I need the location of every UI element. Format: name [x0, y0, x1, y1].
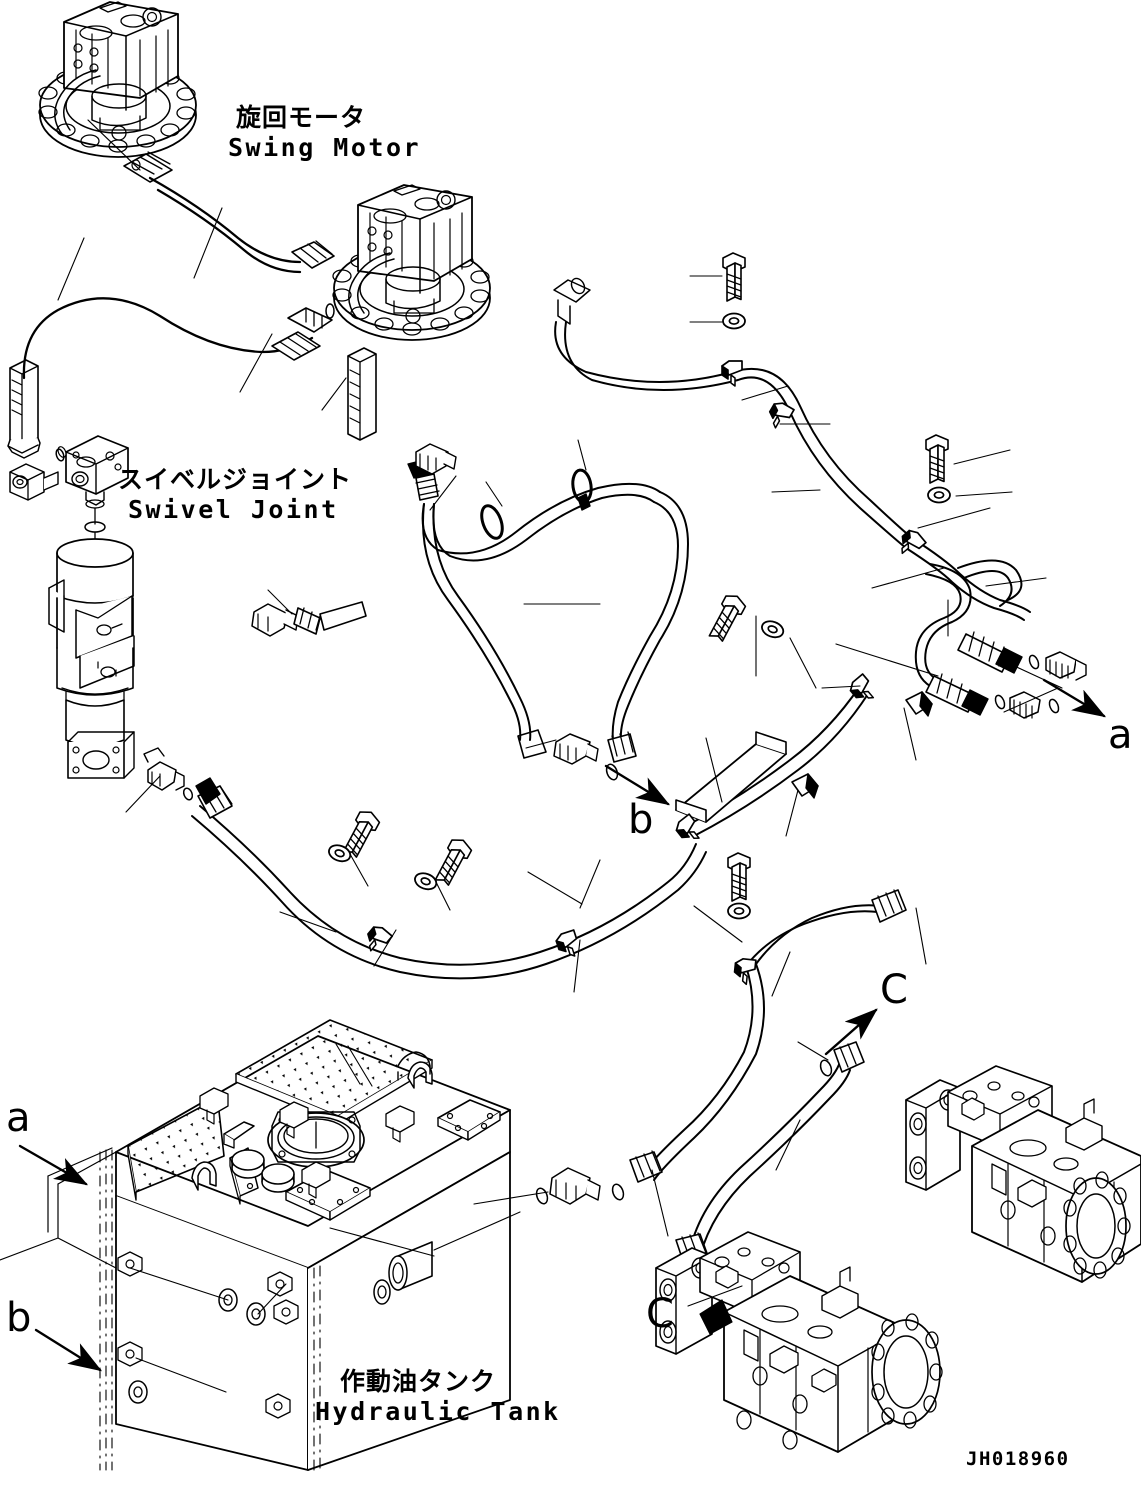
section-callout-a-right: a [1108, 712, 1133, 758]
section-callout-b-middle: b [628, 797, 654, 843]
swing-motor-label-en: Swing Motor [228, 133, 422, 162]
hydraulic-pump-rear [905, 1065, 1141, 1283]
hose-pump-upper [611, 889, 907, 1201]
hose-center-lower-left [422, 503, 532, 741]
section-callout-a-left: a [6, 1095, 31, 1141]
hose-section-b [675, 685, 869, 837]
hose-swing-motor-short [148, 176, 335, 274]
swing-motor-lower-assembly [332, 184, 491, 341]
swivel-joint-assembly [9, 435, 135, 779]
section-callout-b-left: b [6, 1295, 32, 1341]
section-arrows [18, 678, 1107, 1372]
tube-stub-left [7, 359, 41, 459]
swivel-joint-label-en: Swivel Joint [128, 495, 339, 524]
hardware-group [251, 252, 951, 986]
section-callout-c-upper: C [880, 967, 908, 1013]
hydraulic-tank-label-jp: 作動油タンク [340, 1367, 497, 1396]
drawing-number: JH018960 [966, 1448, 1070, 1470]
tube-stub-center [347, 347, 377, 441]
hose-center-run [407, 458, 689, 781]
swing-motor-upper-assembly [38, 1, 197, 183]
hydraulic-pump-front [655, 1231, 943, 1453]
tank-bolt-bosses [199, 1087, 415, 1199]
tank-side-bolts [117, 1251, 299, 1419]
hydraulic-tank-label-en: Hydraulic Tank [315, 1397, 561, 1426]
section-callout-c-pump: C [646, 1291, 674, 1337]
swivel-joint-label-jp: スイベルジョイント [118, 465, 353, 494]
hose-main-right-loop [914, 559, 1060, 719]
leader-lines [57, 207, 1063, 1237]
hose-swing-motor-long [22, 297, 335, 380]
elbow-fitting-left [9, 463, 59, 501]
hose-lower-left-run [143, 747, 707, 980]
hose-pump-lower [535, 1041, 865, 1265]
hydraulic-tank-assembly [0, 1019, 521, 1471]
hose-main-right-upper [553, 277, 1087, 681]
swing-motor-label-jp: 旋回モータ [236, 103, 367, 132]
